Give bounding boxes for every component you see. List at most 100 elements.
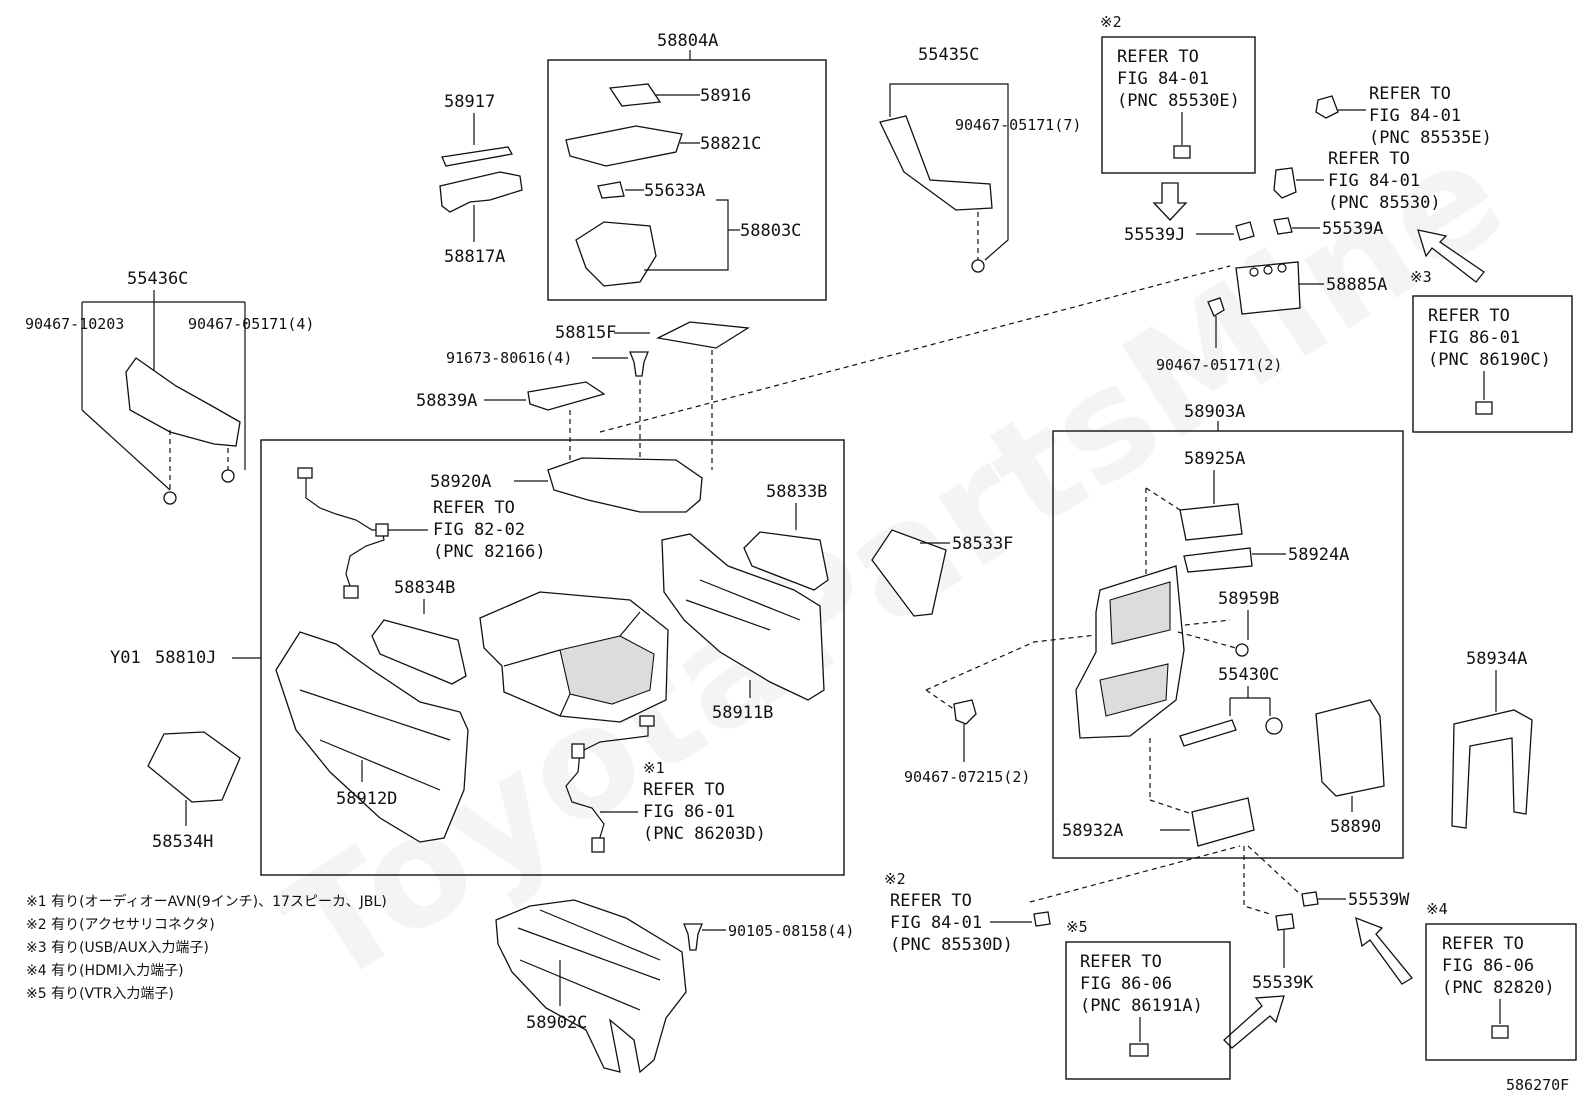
refbox-86190C-mark[interactable]: ※3 <box>1410 268 1432 286</box>
label-58925A[interactable]: 58925A <box>1184 449 1245 469</box>
label-assembly-58810J-prefix[interactable]: Y01 <box>110 648 141 668</box>
label-58902C[interactable]: 58902C <box>526 1013 587 1033</box>
assembly-box-58903A <box>1052 430 1404 859</box>
refbox-86190C-line2[interactable]: FIG 86-01 <box>1428 328 1520 348</box>
refbox-85530E-line2[interactable]: FIG 84-01 <box>1117 69 1209 89</box>
part-58533F-shape <box>871 529 947 617</box>
part-55539W-shape <box>1301 891 1319 907</box>
ref-85535E-line2[interactable]: FIG 84-01 <box>1369 106 1461 126</box>
part-55435C-shape <box>879 115 993 211</box>
clip-90467-05171-4-icon <box>221 469 235 483</box>
refbox-86191A[interactable] <box>1065 941 1231 1080</box>
label-58934A[interactable]: 58934A <box>1466 649 1527 669</box>
label-58917[interactable]: 58917 <box>444 92 495 112</box>
part-58911B-shape <box>661 533 825 701</box>
socket-85530-icon <box>1273 167 1297 199</box>
ref-82166-line1[interactable]: REFER TO <box>433 498 515 518</box>
label-90105-08158[interactable]: 90105-08158(4) <box>728 922 854 940</box>
label-58834B[interactable]: 58834B <box>394 578 455 598</box>
ref-85530D-line1[interactable]: REFER TO <box>890 891 972 911</box>
ref-85530D-line3[interactable]: (PNC 85530D) <box>890 935 1013 955</box>
ref-85530-line2[interactable]: FIG 84-01 <box>1328 171 1420 191</box>
refbox-86190C-line3[interactable]: (PNC 86190C) <box>1428 350 1551 370</box>
label-58959B[interactable]: 58959B <box>1218 589 1279 609</box>
label-58916[interactable]: 58916 <box>700 86 751 106</box>
refbox-82820-line1[interactable]: REFER TO <box>1442 934 1524 954</box>
refbox-82820-line3[interactable]: (PNC 82820) <box>1442 978 1555 998</box>
label-58817A[interactable]: 58817A <box>444 247 505 267</box>
clip-90467-07215-icon <box>953 699 977 725</box>
ref-85530-line3[interactable]: (PNC 85530) <box>1328 193 1441 213</box>
ref-86203D-line3[interactable]: (PNC 86203D) <box>643 824 766 844</box>
part-58932A-shape <box>1191 797 1255 847</box>
label-58839A[interactable]: 58839A <box>416 391 477 411</box>
ref-82166-line2[interactable]: FIG 82-02 <box>433 520 525 540</box>
label-58911B[interactable]: 58911B <box>712 703 773 723</box>
label-55539A[interactable]: 55539A <box>1322 219 1383 239</box>
refbox-82820-mark[interactable]: ※4 <box>1426 900 1448 918</box>
ref-85530D-mark[interactable]: ※2 <box>884 870 906 888</box>
refbox-85530E-line3[interactable]: (PNC 85530E) <box>1117 91 1240 111</box>
label-55539W[interactable]: 55539W <box>1348 890 1410 910</box>
label-assembly-58903A[interactable]: 58903A <box>1184 402 1245 422</box>
label-55633A[interactable]: 55633A <box>644 181 705 201</box>
label-58533F[interactable]: 58533F <box>952 534 1013 554</box>
refbox-85530E-line1[interactable]: REFER TO <box>1117 47 1199 67</box>
ref-86203D-mark[interactable]: ※1 <box>643 759 665 777</box>
label-58890[interactable]: 58890 <box>1330 817 1381 837</box>
label-58885A[interactable]: 58885A <box>1326 275 1387 295</box>
label-55435C[interactable]: 55435C <box>918 45 979 65</box>
refbox-86190C[interactable] <box>1412 295 1573 433</box>
bolt-90105-08158-icon <box>683 923 703 951</box>
ref-85535E-line3[interactable]: (PNC 85535E) <box>1369 128 1492 148</box>
part-58912D-shape <box>275 631 469 843</box>
part-58885A-shape <box>1235 261 1301 315</box>
label-55436C[interactable]: 55436C <box>127 269 188 289</box>
ref-86203D-line1[interactable]: REFER TO <box>643 780 725 800</box>
part-58934A-shape <box>1451 709 1533 829</box>
refbox-85530E[interactable] <box>1101 36 1256 174</box>
refbox-86191A-line2[interactable]: FIG 86-06 <box>1080 974 1172 994</box>
clip-90467-05171-7-icon <box>971 259 985 273</box>
label-55539K[interactable]: 55539K <box>1252 973 1314 993</box>
ref-85530D-line2[interactable]: FIG 84-01 <box>890 913 982 933</box>
refbox-86190C-line1[interactable]: REFER TO <box>1428 306 1510 326</box>
label-58833B[interactable]: 58833B <box>766 482 827 502</box>
refbox-86191A-line3[interactable]: (PNC 86191A) <box>1080 996 1203 1016</box>
label-58534H[interactable]: 58534H <box>152 832 213 852</box>
label-90467-05171-7[interactable]: 90467-05171(7) <box>955 116 1081 134</box>
label-91673-80616[interactable]: 91673-80616(4) <box>446 349 572 367</box>
part-58821C-shape <box>565 125 683 167</box>
label-58821C[interactable]: 58821C <box>700 134 761 154</box>
label-58920A[interactable]: 58920A <box>430 472 491 492</box>
label-90467-05171-2[interactable]: 90467-05171(2) <box>1156 356 1282 374</box>
ref-86203D-line2[interactable]: FIG 86-01 <box>643 802 735 822</box>
label-90467-07215[interactable]: 90467-07215(2) <box>904 768 1030 786</box>
label-58912D[interactable]: 58912D <box>336 789 397 809</box>
part-58917-shape <box>441 146 514 167</box>
ref-82166-line3[interactable]: (PNC 82166) <box>433 542 546 562</box>
label-55430C[interactable]: 55430C <box>1218 665 1279 685</box>
refbox-86191A-mark[interactable]: ※5 <box>1066 918 1088 936</box>
part-58839A-shape <box>527 381 606 411</box>
refbox-85530E-mark[interactable]: ※2 <box>1100 13 1122 31</box>
part-58817A-shape <box>439 171 523 213</box>
refbox-82820[interactable] <box>1425 923 1577 1061</box>
refbox-82820-line2[interactable]: FIG 86-06 <box>1442 956 1534 976</box>
ref-85530-line1[interactable]: REFER TO <box>1328 149 1410 169</box>
label-90467-05171-4[interactable]: 90467-05171(4) <box>188 315 314 333</box>
part-55539K-shape <box>1275 913 1295 931</box>
label-assembly-58810J[interactable]: 58810J <box>155 648 216 668</box>
label-58803C[interactable]: 58803C <box>740 221 801 241</box>
label-58815F[interactable]: 58815F <box>555 323 616 343</box>
label-58924A[interactable]: 58924A <box>1288 545 1349 565</box>
connector-86191A-icon <box>1129 1043 1149 1057</box>
part-58925A-shape <box>1179 503 1243 541</box>
ref-85535E-line1[interactable]: REFER TO <box>1369 84 1451 104</box>
label-58932A[interactable]: 58932A <box>1062 821 1123 841</box>
label-55539J[interactable]: 55539J <box>1124 225 1185 245</box>
wire-harness-82166 <box>305 470 385 593</box>
label-90467-10203[interactable]: 90467-10203 <box>25 315 124 333</box>
label-assembly-58804A[interactable]: 58804A <box>657 31 718 51</box>
refbox-86191A-line1[interactable]: REFER TO <box>1080 952 1162 972</box>
